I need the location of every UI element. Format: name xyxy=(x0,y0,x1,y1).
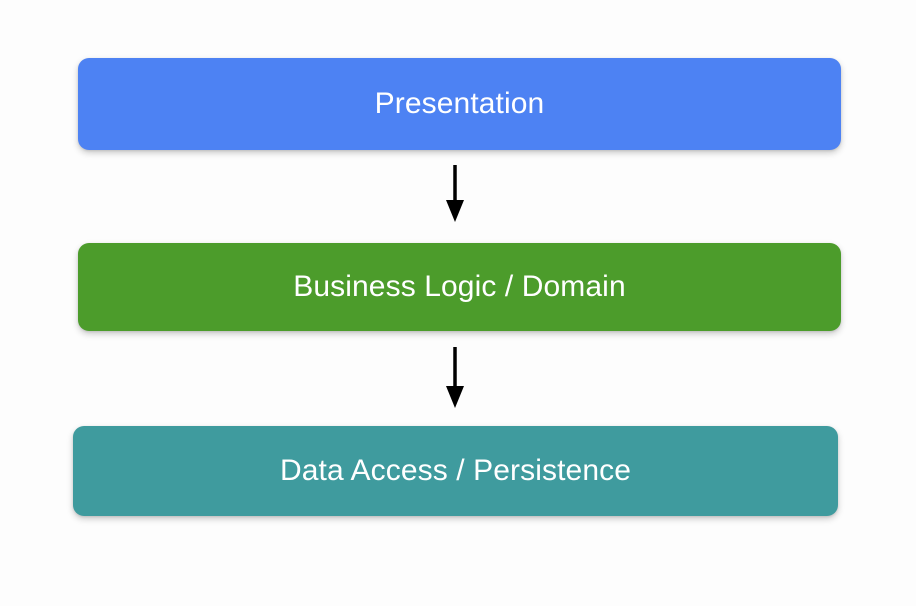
layer-label-presentation: Presentation xyxy=(374,87,545,120)
layer-box-presentation[interactable]: Presentation xyxy=(78,58,841,150)
layer-box-business-logic[interactable]: Business Logic / Domain xyxy=(78,243,841,331)
arrow-down-icon-presentation-to-business xyxy=(431,164,479,224)
layer-box-data-access[interactable]: Data Access / Persistence xyxy=(73,426,838,516)
arrow-down-icon-business-to-data xyxy=(431,346,479,410)
layer-label-business-logic: Business Logic / Domain xyxy=(293,270,626,303)
layer-label-data-access: Data Access / Persistence xyxy=(280,454,631,487)
